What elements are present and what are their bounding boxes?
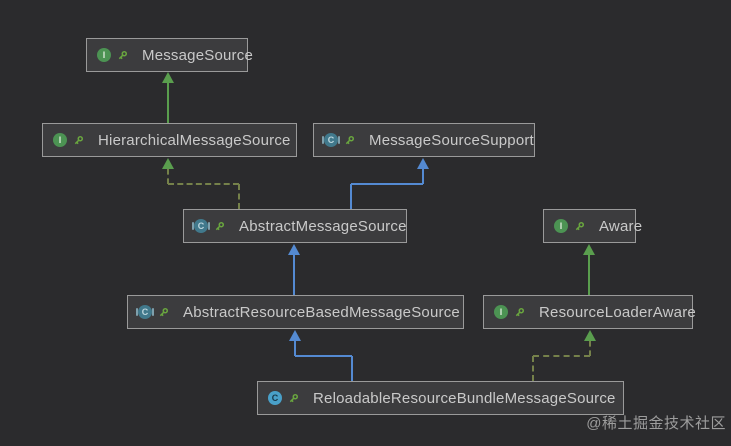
node-abstractresourcebasedmessagesource[interactable]: C AbstractResourceBasedMessageSource (127, 295, 464, 329)
key-icon (345, 135, 355, 144)
class-name: Aware (599, 217, 643, 235)
abstract-class-icon: C (192, 219, 210, 233)
interface-icon: I (492, 305, 510, 319)
edge-abstractms-to-support-seg3 (350, 184, 352, 209)
key-icon (118, 50, 128, 59)
class-name: AbstractResourceBasedMessageSource (183, 303, 460, 321)
edge-abstractms-to-hierarchical-seg2 (168, 183, 239, 185)
key-icon (74, 135, 84, 144)
key-icon (289, 393, 299, 402)
arrowhead-implements-rla (584, 330, 596, 341)
node-hierarchicalmessagesource[interactable]: I HierarchicalMessageSource (42, 123, 297, 157)
class-name: ReloadableResourceBundleMessageSource (313, 389, 616, 407)
interface-icon: I (51, 133, 69, 147)
class-name: MessageSource (142, 46, 253, 64)
class-name: AbstractMessageSource (239, 217, 407, 235)
edge-rla-to-aware (588, 255, 590, 295)
edge-hierarchical-to-messagesource (167, 83, 169, 123)
edge-rrbms-to-rla-seg1 (589, 341, 591, 356)
node-aware[interactable]: I Aware (543, 209, 642, 243)
key-icon (159, 307, 169, 316)
key-icon (515, 307, 525, 316)
class-name: HierarchicalMessageSource (98, 131, 291, 149)
interface-icon: I (95, 48, 113, 62)
edge-abstractms-to-hierarchical-seg3 (238, 184, 240, 209)
juejin-watermark: @稀土掘金技术社区 (586, 415, 726, 432)
arrowhead-extends-aware (583, 244, 595, 255)
edge-rrbms-to-rla-seg2 (533, 355, 590, 357)
class-name: ResourceLoaderAware (539, 303, 696, 321)
node-messagesource[interactable]: I MessageSource (86, 38, 253, 72)
node-abstractmessagesource[interactable]: C AbstractMessageSource (183, 209, 407, 243)
key-icon (575, 221, 585, 230)
edge-rrbms-to-arbms-seg2 (295, 355, 352, 357)
edge-rrbms-to-arbms-seg3 (351, 356, 353, 381)
arrowhead-extends-arbms (289, 330, 301, 341)
edge-abstractms-to-hierarchical-seg1 (167, 169, 169, 184)
edge-abstractms-to-support-seg2 (351, 183, 423, 185)
edge-rrbms-to-arbms-seg1 (294, 341, 296, 356)
edge-abstractms-to-support-seg1 (422, 169, 424, 184)
abstract-class-icon: C (136, 305, 154, 319)
arrowhead-extends-abstractmessagesource (288, 244, 300, 255)
class-name: MessageSourceSupport (369, 131, 534, 149)
interface-icon: I (552, 219, 570, 233)
key-icon (215, 221, 225, 230)
edge-rrbms-to-rla-seg3 (532, 356, 534, 381)
node-reloadableresourcebundlemessagesource[interactable]: C ReloadableResourceBundleMessageSource (257, 381, 624, 415)
node-messagesourcesupport[interactable]: C MessageSourceSupport (313, 123, 535, 157)
arrowhead-implements-hierarchical (162, 158, 174, 169)
edge-arbms-to-abstractms (293, 255, 295, 295)
abstract-class-icon: C (322, 133, 340, 147)
node-resourceloaderaware[interactable]: I ResourceLoaderAware (483, 295, 696, 329)
arrowhead-extends-messagesource (162, 72, 174, 83)
class-icon: C (266, 391, 284, 405)
arrowhead-extends-messagesourcesupport (417, 158, 429, 169)
